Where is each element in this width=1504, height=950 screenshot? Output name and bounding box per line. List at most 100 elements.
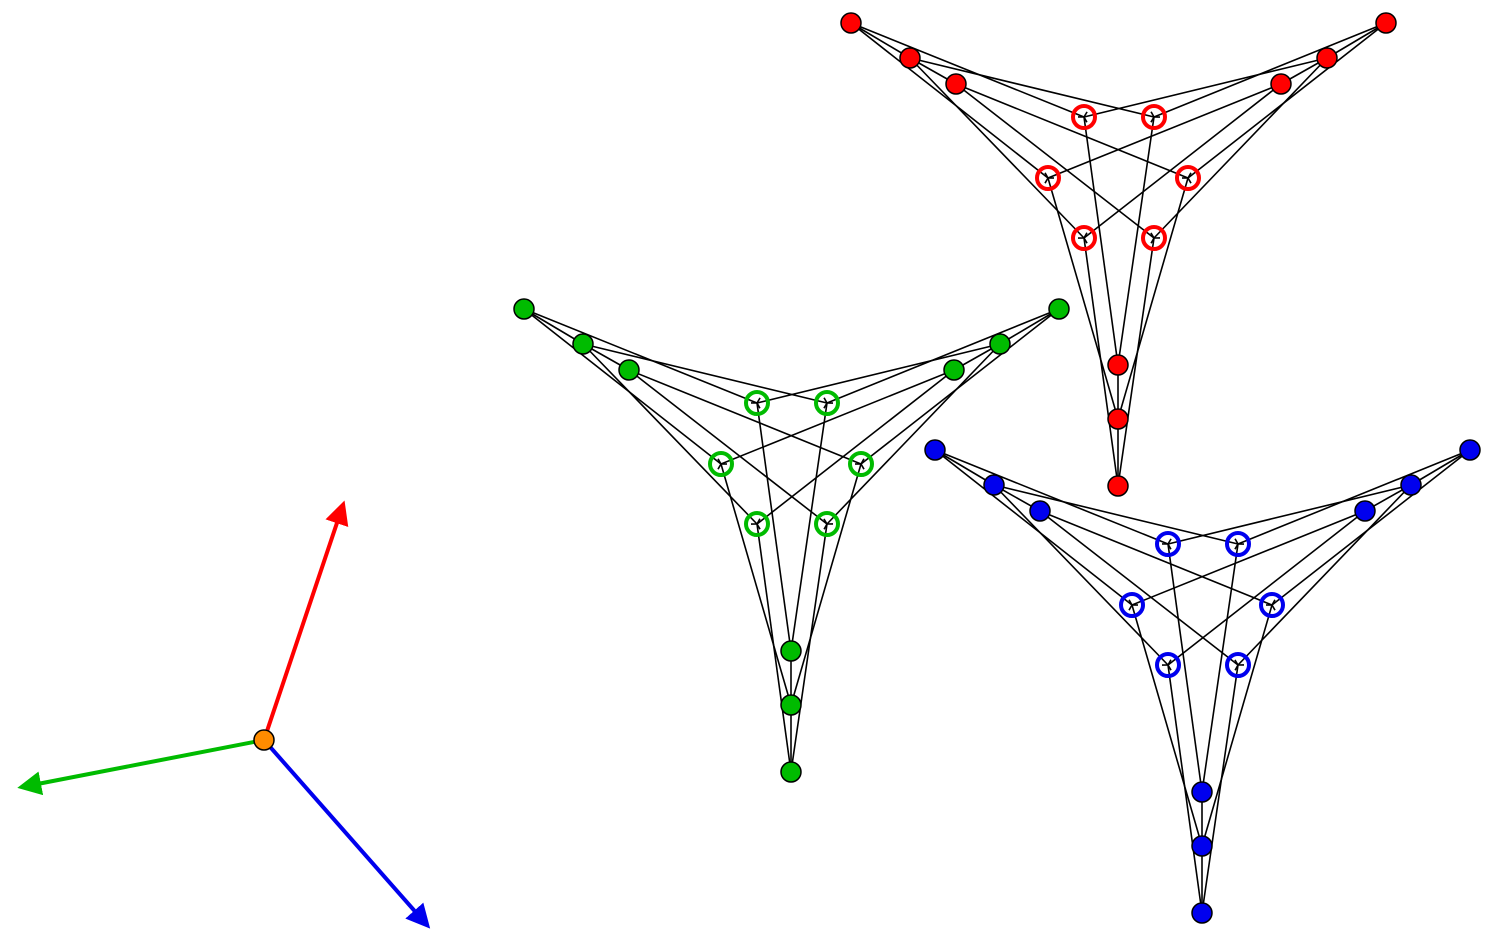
edge bbox=[720, 463, 792, 706]
edge bbox=[1083, 116, 1119, 366]
edge bbox=[582, 343, 758, 525]
node-glyph bbox=[756, 402, 761, 409]
edge bbox=[850, 22, 911, 59]
node-glyph bbox=[1234, 543, 1239, 550]
edge bbox=[826, 308, 1060, 404]
ring-node bbox=[1119, 592, 1145, 618]
green-graph bbox=[513, 298, 1070, 783]
node-glyph bbox=[1150, 232, 1155, 239]
edges bbox=[934, 449, 1471, 914]
ring-node bbox=[1155, 531, 1181, 557]
origin-node bbox=[253, 729, 275, 751]
filled-node bbox=[1029, 500, 1051, 522]
edge bbox=[1237, 449, 1471, 545]
edge bbox=[826, 343, 1001, 525]
edge bbox=[523, 308, 584, 345]
blue-graph bbox=[924, 439, 1481, 924]
node-glyph bbox=[1167, 664, 1172, 671]
ring-node bbox=[1141, 225, 1167, 251]
edge bbox=[1083, 57, 1328, 118]
ring-node bbox=[1071, 104, 1097, 130]
edges bbox=[523, 308, 1060, 773]
edge bbox=[1201, 604, 1273, 847]
ring-node bbox=[708, 451, 734, 477]
edge bbox=[955, 83, 1155, 239]
ring-node bbox=[848, 451, 874, 477]
ring-node bbox=[744, 390, 770, 416]
filled-node bbox=[899, 47, 921, 69]
ring-node bbox=[1225, 531, 1251, 557]
edge bbox=[523, 308, 722, 465]
edge bbox=[850, 22, 1049, 179]
edge bbox=[720, 369, 955, 465]
edge bbox=[934, 449, 1169, 545]
edge bbox=[1047, 83, 1282, 179]
filled-node bbox=[780, 694, 802, 716]
filled-node bbox=[1354, 500, 1376, 522]
coordinate-axes bbox=[17, 500, 431, 929]
edge bbox=[790, 463, 862, 706]
edge bbox=[909, 57, 1155, 118]
node-glyph bbox=[1044, 177, 1049, 184]
filled-node bbox=[983, 474, 1005, 496]
filled-node bbox=[1270, 73, 1292, 95]
node-glyph bbox=[756, 397, 761, 404]
node-glyph bbox=[1271, 604, 1276, 611]
node-glyph bbox=[756, 518, 761, 525]
filled-node bbox=[572, 333, 594, 355]
filled-node bbox=[780, 761, 802, 783]
edge bbox=[934, 449, 1133, 606]
ring-node bbox=[1035, 165, 1061, 191]
ring-node bbox=[1175, 165, 1201, 191]
node-glyph bbox=[823, 523, 828, 530]
edge bbox=[1117, 237, 1155, 487]
edge bbox=[999, 308, 1060, 345]
node-glyph bbox=[860, 463, 865, 470]
ring-node bbox=[814, 511, 840, 537]
ring-node bbox=[1155, 652, 1181, 678]
filled-node bbox=[1191, 902, 1213, 924]
node-glyph bbox=[1150, 237, 1155, 244]
ring-node bbox=[744, 511, 770, 537]
filled-node bbox=[780, 640, 802, 662]
node-glyph bbox=[1234, 664, 1239, 671]
edge bbox=[523, 308, 758, 404]
node-glyph bbox=[860, 458, 865, 465]
filled-node bbox=[1107, 408, 1129, 430]
edge bbox=[955, 83, 1189, 179]
node-glyph bbox=[1234, 659, 1239, 666]
filled-node bbox=[1048, 298, 1070, 320]
edge bbox=[1326, 22, 1387, 59]
node-glyph bbox=[1187, 172, 1192, 179]
edge bbox=[1167, 484, 1412, 545]
node-glyph bbox=[1167, 659, 1172, 666]
filled-node bbox=[1459, 439, 1481, 461]
filled-node bbox=[1191, 835, 1213, 857]
edge bbox=[1237, 484, 1412, 666]
filled-node bbox=[1107, 475, 1129, 497]
edge bbox=[1167, 543, 1203, 793]
node-glyph bbox=[1167, 543, 1172, 550]
node-glyph bbox=[1234, 538, 1239, 545]
red-graph bbox=[840, 12, 1397, 497]
filled-node bbox=[989, 333, 1011, 355]
node-glyph bbox=[1083, 237, 1088, 244]
edge bbox=[1047, 177, 1119, 420]
edge bbox=[1153, 57, 1328, 239]
edge bbox=[756, 402, 792, 652]
node-glyph bbox=[1083, 116, 1088, 123]
edge bbox=[582, 343, 828, 404]
filled-node bbox=[618, 359, 640, 381]
edge bbox=[790, 523, 828, 773]
node-glyph bbox=[1187, 177, 1192, 184]
edge bbox=[993, 484, 1239, 545]
node-glyph bbox=[1150, 116, 1155, 123]
edge bbox=[1167, 510, 1366, 666]
edge bbox=[1117, 116, 1155, 366]
node-glyph bbox=[1150, 111, 1155, 118]
edge bbox=[628, 369, 862, 465]
filled-node bbox=[1400, 474, 1422, 496]
filled-node bbox=[840, 12, 862, 34]
ring-node bbox=[1225, 652, 1251, 678]
